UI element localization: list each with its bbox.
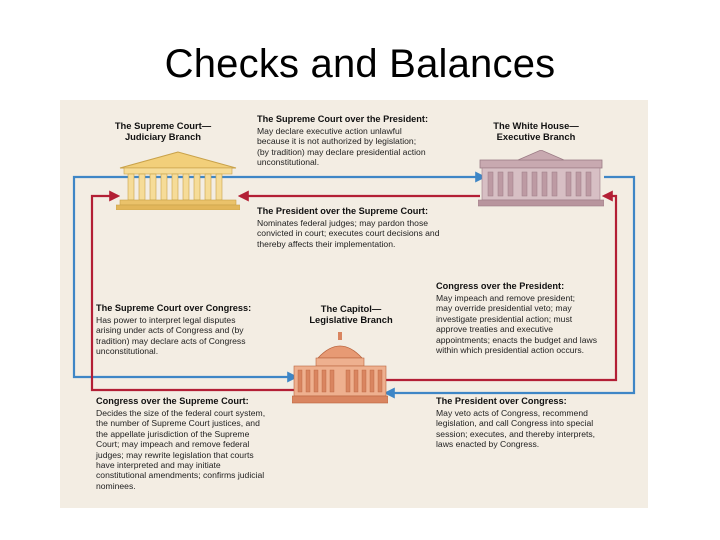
- court-over-congress-heading: The Supreme Court over Congress:: [96, 303, 286, 314]
- legislative-line2: Legislative Branch: [296, 314, 406, 325]
- box-line: unconstitutional.: [96, 346, 286, 356]
- congress-over-president-box: Congress over the President: May impeach…: [436, 281, 636, 355]
- judiciary-line2: Judiciary Branch: [108, 131, 218, 142]
- box-line: constitutional amendments; confirms judi…: [96, 470, 296, 480]
- supreme-court-building: [116, 150, 240, 210]
- box-line: Court; may impeach and remove federal: [96, 439, 296, 449]
- president-over-court-box: The President over the Supreme Court: No…: [257, 206, 469, 249]
- box-line: (by tradition) may declare presidential …: [257, 147, 469, 157]
- box-line: Has power to interpret legal disputes: [96, 315, 286, 325]
- executive-line2: Executive Branch: [476, 131, 596, 142]
- box-line: have interpreted and may initiate: [96, 460, 296, 470]
- president-over-congress-heading: The President over Congress:: [436, 396, 636, 407]
- box-line: because it is not authorized by legislat…: [257, 136, 469, 146]
- legislative-branch-label: The Capitol— Legislative Branch: [296, 303, 406, 325]
- box-line: convicted in court; executes court decis…: [257, 228, 469, 238]
- box-line: Decides the size of the federal court sy…: [96, 408, 296, 418]
- box-line: nominees.: [96, 481, 296, 491]
- court-over-president-heading: The Supreme Court over the President:: [257, 114, 469, 125]
- box-line: judges; may rewrite legislation that cou…: [96, 450, 296, 460]
- box-line: thereby affects their implementation.: [257, 239, 469, 249]
- box-line: Nominates federal judges; may pardon tho…: [257, 218, 469, 228]
- box-line: the appellate jurisdiction of the Suprem…: [96, 429, 296, 439]
- box-line: within which presidential action occurs.: [436, 345, 636, 355]
- judiciary-branch-label: The Supreme Court— Judiciary Branch: [108, 120, 218, 142]
- judiciary-line1: The Supreme Court—: [108, 120, 218, 131]
- box-line: appointments; enacts the budget and laws: [436, 335, 636, 345]
- congress-over-court-heading: Congress over the Supreme Court:: [96, 396, 296, 407]
- president-over-congress-box: The President over Congress: May veto ac…: [436, 396, 636, 450]
- congress-over-court-box: Congress over the Supreme Court: Decides…: [96, 396, 296, 491]
- box-line: May impeach and remove president;: [436, 293, 636, 303]
- box-line: legislation, and call Congress into spec…: [436, 418, 636, 428]
- congress-over-president-heading: Congress over the President:: [436, 281, 636, 292]
- white-house-building: [478, 150, 604, 210]
- legislative-line1: The Capitol—: [296, 303, 406, 314]
- box-line: tradition) may declare acts of Congress: [96, 336, 286, 346]
- box-line: session; executes, and thereby interpret…: [436, 429, 636, 439]
- president-over-court-heading: The President over the Supreme Court:: [257, 206, 469, 217]
- box-line: unconstitutional.: [257, 157, 469, 167]
- court-over-president-box: The Supreme Court over the President: Ma…: [257, 114, 469, 168]
- box-line: arising under acts of Congress and (by: [96, 325, 286, 335]
- box-line: approve treaties and executive: [436, 324, 636, 334]
- box-line: laws enacted by Congress.: [436, 439, 636, 449]
- box-line: may override presidential veto; may: [436, 303, 636, 313]
- capitol-building: [292, 332, 388, 404]
- box-line: May veto acts of Congress, recommend: [436, 408, 636, 418]
- box-line: investigate presidential action; must: [436, 314, 636, 324]
- court-over-congress-box: The Supreme Court over Congress: Has pow…: [96, 303, 286, 357]
- executive-branch-label: The White House— Executive Branch: [476, 120, 596, 142]
- executive-line1: The White House—: [476, 120, 596, 131]
- box-line: the number of Supreme Court justices, an…: [96, 418, 296, 428]
- box-line: May declare executive action unlawful: [257, 126, 469, 136]
